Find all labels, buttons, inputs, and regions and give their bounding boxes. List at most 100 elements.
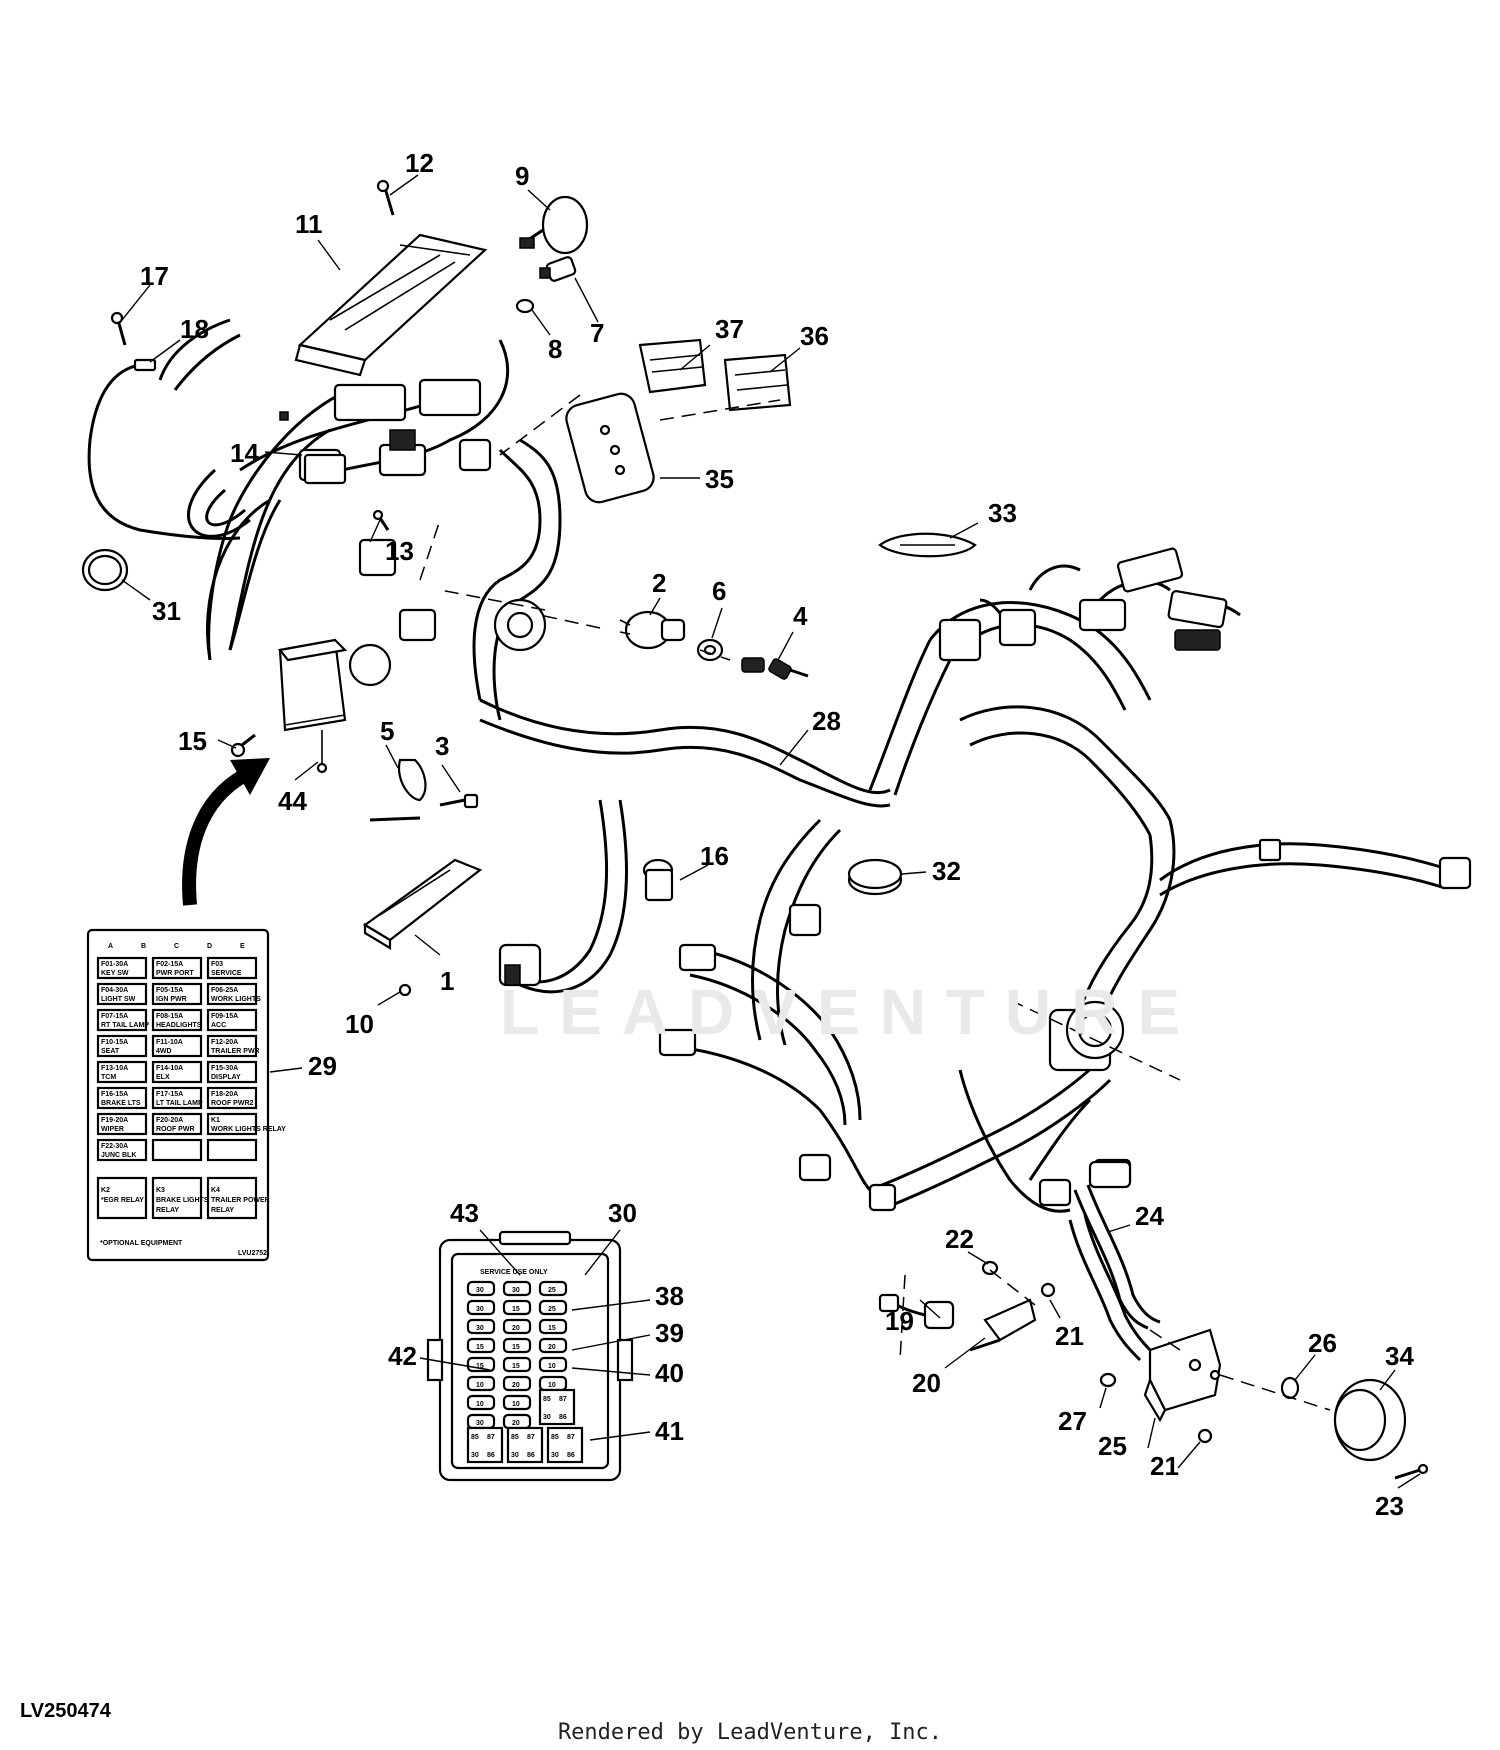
screw-23 [1394,1463,1429,1480]
svg-text:25: 25 [548,1287,556,1294]
svg-text:WIPER: WIPER [101,1126,124,1133]
fuse-chart-code: LVU2752 [238,1250,267,1257]
callout-22: 22 [945,1224,974,1254]
svg-text:WORK LIGHTS RELAY: WORK LIGHTS RELAY [211,1126,286,1133]
controller-module-11 [294,233,488,377]
svg-text:F16-15A: F16-15A [101,1091,128,1098]
connector-block-37 [638,338,707,394]
callout-7: 7 [590,318,604,348]
svg-text:87: 87 [527,1434,535,1441]
callout-42: 42 [388,1341,417,1371]
svg-text:10: 10 [548,1363,556,1370]
svg-text:30: 30 [511,1452,519,1459]
callout-21-lower: 21 [1150,1451,1179,1481]
callout-36: 36 [800,321,829,351]
svg-text:86: 86 [567,1452,575,1459]
callout-44: 44 [278,786,307,816]
svg-text:BRAKE LIGHTS: BRAKE LIGHTS [156,1197,209,1204]
svg-text:F18-20A: F18-20A [211,1091,238,1098]
callout-3: 3 [435,731,449,761]
svg-text:15: 15 [512,1306,520,1313]
svg-text:F12-20A: F12-20A [211,1039,238,1046]
cap-34 [1333,1378,1407,1462]
fuse-slot: 30 [466,1318,496,1335]
svg-text:F06-25A: F06-25A [211,987,238,994]
clip-5 [369,758,427,822]
svg-text:ROOF PWR2: ROOF PWR2 [211,1100,253,1107]
fuse-chart-cell: F18-20A ROOF PWR2 [206,1086,258,1110]
svg-text:25: 25 [548,1306,556,1313]
svg-text:20: 20 [512,1420,520,1427]
svg-text:30: 30 [543,1414,551,1421]
fuse-chart-column-label: E [240,943,245,950]
screw-15 [230,733,256,758]
svg-text:87: 87 [559,1396,567,1403]
svg-text:87: 87 [487,1434,495,1441]
fuse-chart-footnote: *OPTIONAL EQUIPMENT [100,1240,183,1247]
svg-text:30: 30 [476,1287,484,1294]
callout-39: 39 [655,1318,684,1348]
fuse-slot: 25 [538,1280,568,1297]
svg-text:30: 30 [476,1325,484,1332]
main-wiring-harness [158,318,1451,1362]
callout-15: 15 [178,726,207,756]
svg-text:F02-15A: F02-15A [156,961,183,968]
svg-text:10: 10 [476,1401,484,1408]
callout-28: 28 [812,706,841,736]
credit-line: Rendered by LeadVenture, Inc. [557,1720,943,1745]
fuse-slot: 20 [502,1413,532,1430]
fuse-slot: 30 [466,1299,496,1316]
module-1 [363,858,483,950]
bracket-20 [969,1298,1037,1352]
fuse-slot: 10 [466,1394,496,1411]
svg-text:HEADLIGHTS: HEADLIGHTS [156,1022,202,1029]
callout-arrow-29-to-44 [182,758,270,906]
washer-8 [515,298,535,314]
switch-7 [539,256,577,282]
callout-1: 1 [440,966,454,996]
fuse-chart-column-label: D [207,943,212,950]
screw-12 [376,179,395,216]
fuse-slot: 15 [466,1337,496,1354]
callout-19: 19 [885,1306,914,1336]
hose-clamp-31 [81,548,129,592]
fuse-slot: 15 [502,1337,532,1354]
callout-29: 29 [308,1051,337,1081]
svg-text:JUNC BLK: JUNC BLK [101,1152,136,1159]
svg-text:F22-30A: F22-30A [101,1143,128,1150]
svg-text:F05-15A: F05-15A [156,987,183,994]
callout-16: 16 [700,841,729,871]
fuse-chart-column-label: B [141,943,146,950]
svg-text:RT TAIL LAMP: RT TAIL LAMP [101,1022,149,1029]
svg-text:20: 20 [512,1325,520,1332]
svg-text:KEY SW: KEY SW [101,970,129,977]
callout-26: 26 [1308,1328,1337,1358]
svg-text:30: 30 [476,1420,484,1427]
nut-22 [981,1260,999,1276]
svg-text:F17-15A: F17-15A [156,1091,183,1098]
bolt-3 [439,793,479,809]
svg-text:F11-10A: F11-10A [156,1039,183,1046]
callout-35: 35 [705,464,734,494]
callout-37: 37 [715,314,744,344]
svg-text:15: 15 [512,1344,520,1351]
svg-text:SEAT: SEAT [101,1048,120,1055]
svg-text:87: 87 [567,1434,575,1441]
fuse-chart-cell: F22-30A JUNC BLK [96,1138,148,1162]
svg-text:85: 85 [511,1434,519,1441]
connector-14 [279,411,347,485]
svg-text:F19-20A: F19-20A [101,1117,128,1124]
callout-30: 30 [608,1198,637,1228]
